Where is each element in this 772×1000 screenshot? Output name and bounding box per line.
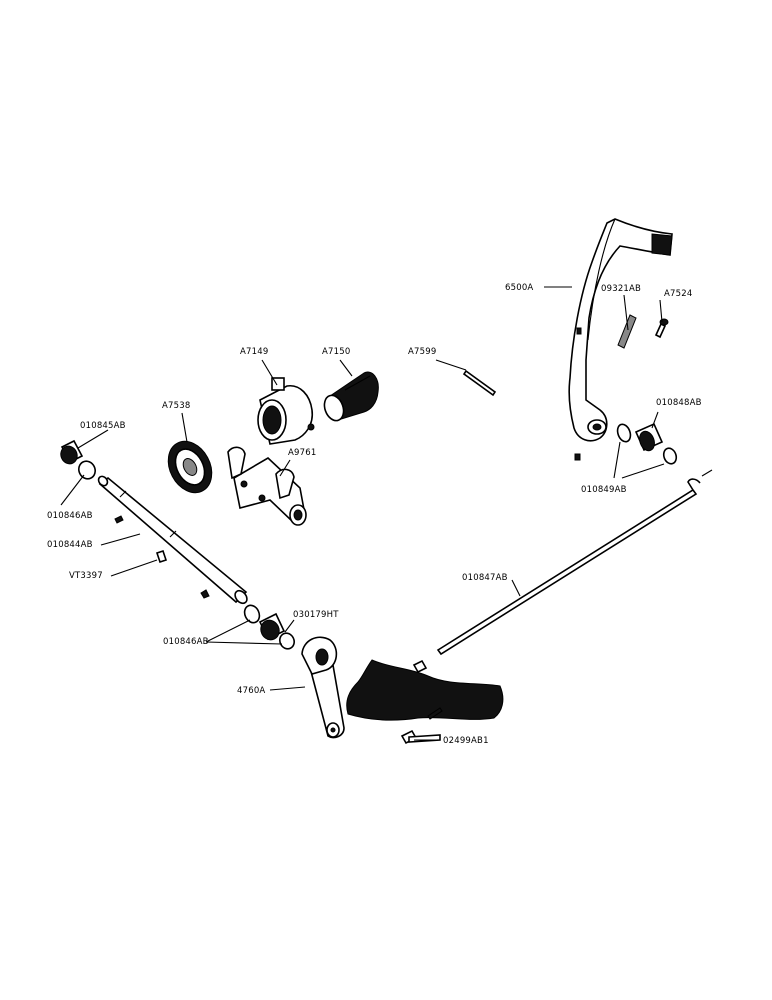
label-a7149: A7149 [240, 347, 268, 357]
label-010845ab: 010845AB [80, 421, 126, 431]
label-030179ht: 030179HT [293, 610, 339, 620]
shaft-010844ab [97, 475, 248, 605]
label-02499ab1: 02499AB1 [443, 736, 489, 746]
label-09321ab: 09321AB [601, 284, 641, 294]
bolt-02499ab1 [400, 729, 441, 745]
label-a7524: A7524 [664, 289, 692, 299]
label-010846ab-bottom: 010846AB [163, 637, 209, 647]
label-a9761: A9761 [288, 448, 316, 458]
fork-a9761 [227, 446, 307, 526]
key-small-1 [114, 515, 124, 524]
seal-a7538 [167, 440, 213, 494]
washer-010846ab-bottom [243, 604, 261, 624]
pin-09321ab [617, 314, 637, 349]
bushing-010848ab [616, 422, 678, 465]
label-vt3397: VT3397 [69, 571, 103, 581]
pin-vt3397 [155, 549, 168, 564]
housing-a7149 [257, 377, 315, 445]
sleeve-a7150 [323, 371, 379, 422]
label-010847ab: 010847AB [462, 573, 508, 583]
key-small-2 [200, 589, 210, 599]
label-a7599: A7599 [408, 347, 436, 357]
lever-4760a [301, 636, 345, 739]
pin-small-pad [427, 707, 443, 720]
label-010846ab-top: 010846AB [47, 511, 93, 521]
nut-small [412, 659, 428, 674]
bushing-010845ab [60, 439, 84, 465]
bushing-030179ht [258, 612, 295, 650]
label-6500a: 6500A [505, 283, 533, 293]
label-010849ab: 010849AB [581, 485, 627, 495]
label-010844ab: 010844AB [47, 540, 93, 550]
labels: 6500A 09321AB A7524 A7149 A7150 A7599 A7… [47, 283, 702, 746]
label-010848ab: 010848AB [656, 398, 702, 408]
label-4760a: 4760A [237, 686, 265, 696]
pedal-6500a [568, 218, 673, 461]
pedal-pad [346, 659, 504, 721]
leader-lines [60, 286, 665, 741]
ring-010846ab-top [78, 460, 96, 480]
label-a7538: A7538 [162, 401, 190, 411]
rod-010847ab [436, 469, 713, 656]
label-a7150: A7150 [322, 347, 350, 357]
pin-a7599 [462, 369, 497, 397]
